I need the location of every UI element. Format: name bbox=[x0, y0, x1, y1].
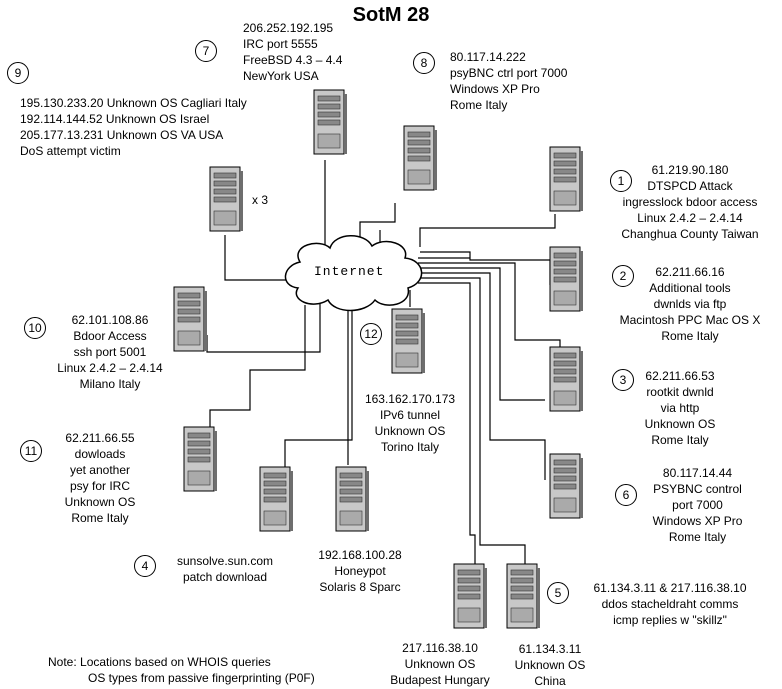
server-2 bbox=[549, 246, 583, 312]
link-8 bbox=[359, 203, 396, 245]
badge-3: 3 bbox=[612, 369, 634, 391]
cloud-label: Internet bbox=[314, 264, 385, 279]
server-11 bbox=[183, 426, 217, 492]
link-5a bbox=[418, 277, 526, 565]
link-6 bbox=[418, 272, 546, 480]
link-3b bbox=[418, 267, 545, 401]
server-3 bbox=[549, 346, 583, 412]
badge-1: 1 bbox=[610, 170, 632, 192]
server-10 bbox=[173, 286, 207, 352]
diagram-title: SotM 28 bbox=[352, 4, 430, 26]
link-11 bbox=[209, 305, 306, 430]
server-6 bbox=[549, 453, 583, 519]
badge-5: 5 bbox=[547, 582, 569, 604]
link-5b bbox=[418, 282, 476, 565]
link-1 bbox=[419, 214, 556, 247]
badge-7: 7 bbox=[195, 40, 217, 62]
x3-label: x 3 bbox=[252, 193, 269, 207]
server-9 bbox=[209, 166, 243, 232]
link-10 bbox=[206, 300, 321, 353]
badge-9: 9 bbox=[7, 62, 29, 84]
server-12 bbox=[391, 308, 425, 374]
footnote: Note: Locations based on WHOIS queries O… bbox=[48, 655, 315, 685]
server-1 bbox=[549, 146, 583, 212]
server-honeypot bbox=[335, 466, 369, 532]
badge-6: 6 bbox=[615, 484, 637, 506]
server-8 bbox=[403, 125, 437, 191]
link-4 bbox=[284, 300, 353, 470]
server-7 bbox=[313, 89, 347, 155]
server-budapest bbox=[453, 563, 487, 629]
badge-4: 4 bbox=[134, 555, 156, 577]
badge-12: 12 bbox=[360, 323, 382, 345]
link-9 bbox=[224, 235, 290, 281]
badge-10: 10 bbox=[24, 317, 46, 339]
server-china bbox=[506, 563, 540, 629]
internet-cloud bbox=[284, 235, 423, 312]
server-4 bbox=[259, 466, 293, 532]
node-9-label: 195.130.233.20 Unknown OS Cagliari Italy… bbox=[20, 96, 247, 158]
badge-11: 11 bbox=[20, 440, 42, 462]
link-3 bbox=[418, 262, 561, 370]
badge-2: 2 bbox=[612, 265, 634, 287]
badge-8: 8 bbox=[413, 52, 435, 74]
